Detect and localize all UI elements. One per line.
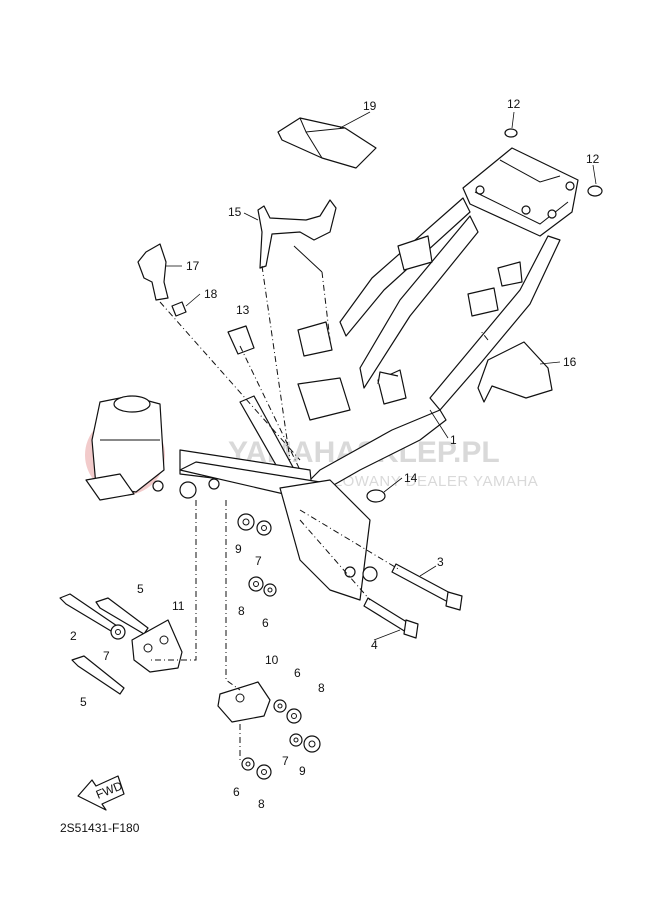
part-8-nut-mid — [248, 576, 264, 592]
part-19-pad — [277, 117, 377, 169]
part-10-bracket — [217, 681, 271, 723]
callout-8b: 8 — [318, 681, 325, 695]
callout-5b: 5 — [80, 695, 87, 709]
callout-3: 3 — [437, 555, 444, 569]
callout-6a: 6 — [262, 616, 269, 630]
part-4-bolt — [363, 597, 419, 639]
part-9-nut-mid — [237, 513, 255, 531]
callout-7b: 7 — [103, 649, 110, 663]
part-5-bolt-upper — [95, 597, 149, 635]
callout-10: 10 — [265, 653, 279, 667]
callout-18: 18 — [204, 287, 218, 301]
part-7-washer-lower — [289, 733, 303, 747]
callout-19: 19 — [363, 99, 377, 113]
part-17-bracket — [137, 243, 169, 301]
part-15-bracket — [257, 199, 337, 273]
part-13-clip — [227, 325, 255, 355]
callout-15: 15 — [228, 205, 242, 219]
callout-7a: 7 — [255, 554, 262, 568]
part-9-nut-lower — [303, 735, 321, 753]
part-3-bolt — [391, 563, 463, 611]
part-6-washer-lower — [273, 699, 287, 713]
part-16-plate — [477, 341, 553, 403]
main-frame — [179, 147, 579, 601]
head-pipe — [85, 395, 220, 501]
callout-5a: 5 — [137, 582, 144, 596]
part-11-bracket — [131, 619, 183, 673]
callout-7c: 7 — [282, 754, 289, 768]
callout-6c: 6 — [233, 785, 240, 799]
part-12-cap-right — [587, 185, 603, 197]
callout-4: 4 — [371, 638, 378, 652]
callout-16: 16 — [563, 355, 577, 369]
part-6-washer-bottom — [241, 757, 255, 771]
fwd-arrow-icon: FWD — [77, 775, 125, 811]
callout-8a: 8 — [238, 604, 245, 618]
part-8-nut-lower — [286, 708, 302, 724]
part-18-bolt — [171, 301, 187, 317]
callout-13: 13 — [236, 303, 250, 317]
drawing-code: 2S51431-F180 — [60, 821, 140, 835]
callouts: 19 12 12 15 17 18 13 16 1 14 3 9 7 5 11 … — [70, 97, 600, 811]
callout-6b: 6 — [294, 666, 301, 680]
part-14-grommet — [366, 489, 386, 503]
part-12-cap-left — [504, 128, 518, 138]
callout-2: 2 — [70, 629, 77, 643]
part-5-bolt-lower — [71, 655, 125, 695]
callout-8c: 8 — [258, 797, 265, 811]
callout-9a: 9 — [235, 542, 242, 556]
leader-lines — [166, 111, 597, 641]
callout-1: 1 — [450, 433, 457, 447]
callout-9b: 9 — [299, 764, 306, 778]
part-7-washer-left — [110, 624, 126, 640]
part-8-nut-bottom — [256, 764, 272, 780]
callout-11: 11 — [172, 599, 185, 613]
callout-14: 14 — [404, 471, 418, 485]
callout-17: 17 — [186, 259, 200, 273]
part-6-washer-mid — [263, 583, 277, 597]
callout-12a: 12 — [507, 97, 521, 111]
assembly-lines — [150, 265, 489, 760]
callout-12b: 12 — [586, 152, 600, 166]
part-7-washer-mid — [256, 520, 272, 536]
